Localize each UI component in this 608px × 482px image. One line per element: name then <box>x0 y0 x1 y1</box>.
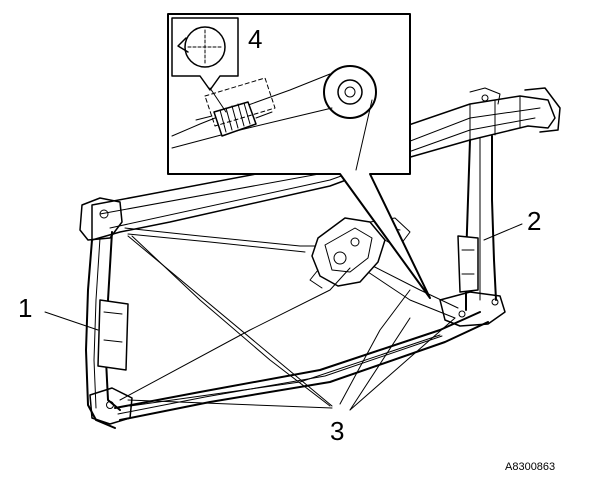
cables <box>124 227 459 407</box>
inset-detail <box>167 13 431 299</box>
callout-label-2: 2 <box>527 206 541 236</box>
callout-3-leaders <box>119 235 456 411</box>
lower-rail <box>114 311 489 421</box>
callout-label-4: 4 <box>248 24 262 54</box>
right-guide-rail <box>439 135 506 327</box>
drive-mechanism <box>309 217 411 289</box>
callout-label-1: 1 <box>18 293 32 323</box>
callout-1-leader <box>44 311 99 331</box>
reference-code: A8300863 <box>505 461 555 473</box>
callout-2-leader <box>483 223 523 241</box>
left-guide-rail <box>79 197 133 429</box>
callout-label-3: 3 <box>330 416 344 446</box>
